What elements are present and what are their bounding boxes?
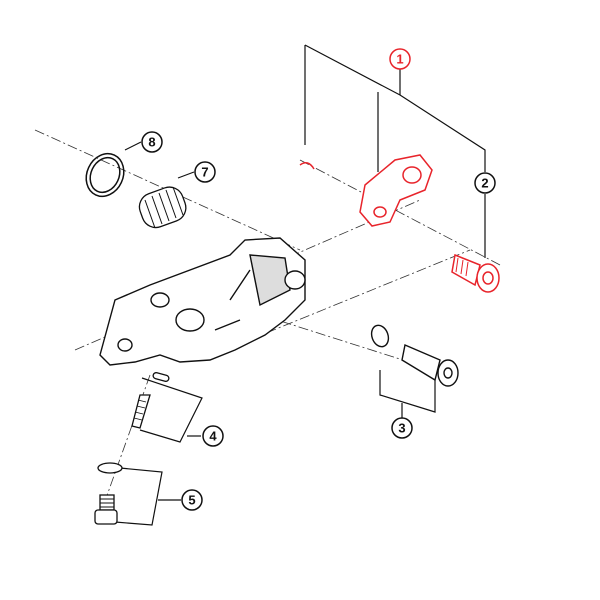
callout-5-label: 5 (188, 493, 195, 508)
callout-7: 7 (194, 161, 216, 183)
part-2-bolt (451, 253, 500, 293)
part-5-washer-screw (94, 462, 123, 525)
part-4-pin-screw (131, 372, 170, 429)
callout-2: 2 (474, 172, 496, 194)
callout-3-label: 3 (398, 421, 405, 436)
callout-1: 1 (389, 48, 411, 70)
callout-1-label: 1 (396, 52, 403, 67)
callout-4-label: 4 (209, 429, 217, 444)
callout-8-label: 8 (148, 135, 155, 150)
part-3-bolt-washer (370, 324, 459, 387)
callout-7-label: 7 (201, 165, 208, 180)
leader-lines (114, 44, 486, 526)
callout-4: 4 (202, 425, 224, 447)
part-7-spring (138, 186, 187, 229)
callout-2-label: 2 (481, 176, 488, 191)
part-8-ring (85, 152, 125, 198)
part-1-adjuster-plate (299, 154, 433, 227)
derailleur-body (99, 237, 306, 366)
callout-8: 8 (141, 131, 163, 153)
callout-5: 5 (181, 489, 203, 511)
callout-3: 3 (391, 417, 413, 439)
